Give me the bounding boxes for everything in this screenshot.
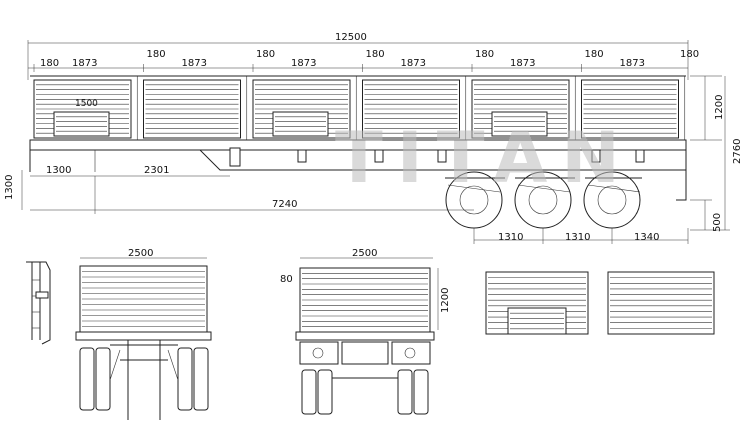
- rear-top-label: 80: [280, 274, 293, 285]
- rear-view: [299, 267, 431, 333]
- rear-width-label: 2500: [352, 248, 377, 259]
- inner-label: 1500: [75, 99, 98, 109]
- panel-length-label: 1873: [401, 58, 426, 69]
- side-panel-detail-right: [607, 271, 715, 335]
- side-panel-detail-left: [485, 271, 589, 335]
- gap-labels: 180 180 180 180 180 180 180: [40, 49, 699, 69]
- side-panels: 1873 1873 1873 1873 1873 1873: [33, 58, 686, 140]
- gap-label: 180: [585, 49, 604, 60]
- gap-label: 180: [475, 49, 494, 60]
- front-width-label: 2500: [128, 248, 153, 259]
- ground-clearance-label: 1300: [4, 175, 15, 200]
- panel-length-label: 1873: [291, 58, 316, 69]
- front-wheels: [79, 340, 209, 420]
- axle-spacing-1: 1310: [498, 232, 523, 243]
- total-height-label: 2760: [732, 139, 743, 164]
- panel-length-label: 1873: [510, 58, 535, 69]
- neck-length-label: 2301: [144, 165, 169, 176]
- gap-label: 180: [256, 49, 275, 60]
- gooseneck-frame: [30, 149, 686, 171]
- gap-label: 180: [366, 49, 385, 60]
- axle-spacing-3: 1340: [634, 232, 659, 243]
- panel-length-label: 1873: [72, 58, 97, 69]
- rear-wheels-view: [301, 369, 429, 415]
- ladder-view: [26, 261, 51, 345]
- panel-length-label: 1873: [182, 58, 207, 69]
- gap-label: 180: [680, 49, 699, 60]
- side-height-label: 1200: [714, 95, 725, 120]
- watermark: TITAN: [335, 117, 634, 199]
- rear-lights: [299, 341, 431, 365]
- rear-bumper: [676, 140, 687, 201]
- axle-spacing-2: 1310: [565, 232, 590, 243]
- kingpin-offset-label: 1300: [46, 165, 71, 176]
- overall-length-label: 12500: [335, 32, 367, 43]
- axle-position-label: 7240: [272, 199, 297, 210]
- wheel-bottom-label: 500: [712, 213, 723, 232]
- panel-length-label: 1873: [620, 58, 645, 69]
- gap-label: 180: [147, 49, 166, 60]
- landing-gear: [229, 147, 241, 167]
- gap-label: 180: [40, 58, 59, 69]
- front-view: [79, 265, 208, 333]
- rear-height-label: 1200: [440, 288, 451, 313]
